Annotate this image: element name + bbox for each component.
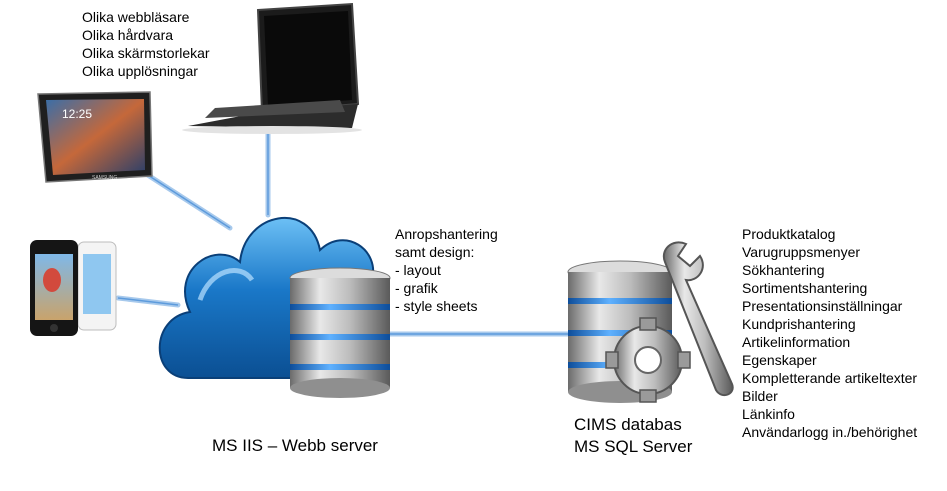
web-server-icon — [289, 267, 391, 398]
feature-item: Bilder — [742, 388, 778, 404]
feature-item: Kompletterande artikeltexter — [742, 370, 918, 386]
database-label-line: MS SQL Server — [574, 437, 693, 456]
web-server-label: MS IIS – Webb server — [212, 436, 378, 455]
database-label-line: CIMS databas — [574, 415, 682, 434]
web-note: Anropshantering — [395, 226, 498, 242]
feature-item: Egenskaper — [742, 352, 817, 368]
feature-item: Användarlogg in./behörighet — [742, 424, 918, 440]
client-note: Olika webbläsare — [82, 9, 190, 25]
client-note: Olika hårdvara — [82, 27, 174, 43]
feature-item: Länkinfo — [742, 406, 795, 422]
web-note: - layout — [395, 262, 441, 278]
client-notes: Olika webbläsare Olika hårdvara Olika sk… — [82, 8, 210, 80]
web-note: samt design: — [395, 244, 475, 260]
web-server-notes: Anropshantering samt design: - layout - … — [395, 225, 498, 315]
feature-item: Produktkatalog — [742, 226, 836, 242]
feature-item: Sökhantering — [742, 262, 825, 278]
smartphone-icon — [30, 240, 117, 336]
feature-item: Sortimentshantering — [742, 280, 868, 296]
wrench-icon — [662, 241, 734, 397]
tablet-clock: 12:25 — [62, 107, 92, 121]
client-note: Olika skärmstorlekar — [82, 45, 210, 61]
feature-item: Varugruppsmenyer — [742, 244, 861, 260]
tablet-brand: SAMSUNG — [92, 175, 117, 181]
feature-item: Kundprishantering — [742, 316, 856, 332]
database-label: CIMS databas MS SQL Server — [574, 414, 692, 458]
web-note: - grafik — [395, 280, 438, 296]
feature-item: Presentationsinställningar — [742, 298, 903, 314]
web-note: - style sheets — [395, 298, 478, 314]
client-note: Olika upplösningar — [82, 63, 198, 79]
database-feature-list: Produktkatalog Varugruppsmenyer Sökhante… — [742, 225, 917, 441]
laptop-icon — [182, 2, 362, 134]
tablet-icon: 12:25 SAMSUNG — [37, 91, 153, 183]
feature-item: Artikelinformation — [742, 334, 851, 350]
gear-icon — [605, 317, 691, 403]
